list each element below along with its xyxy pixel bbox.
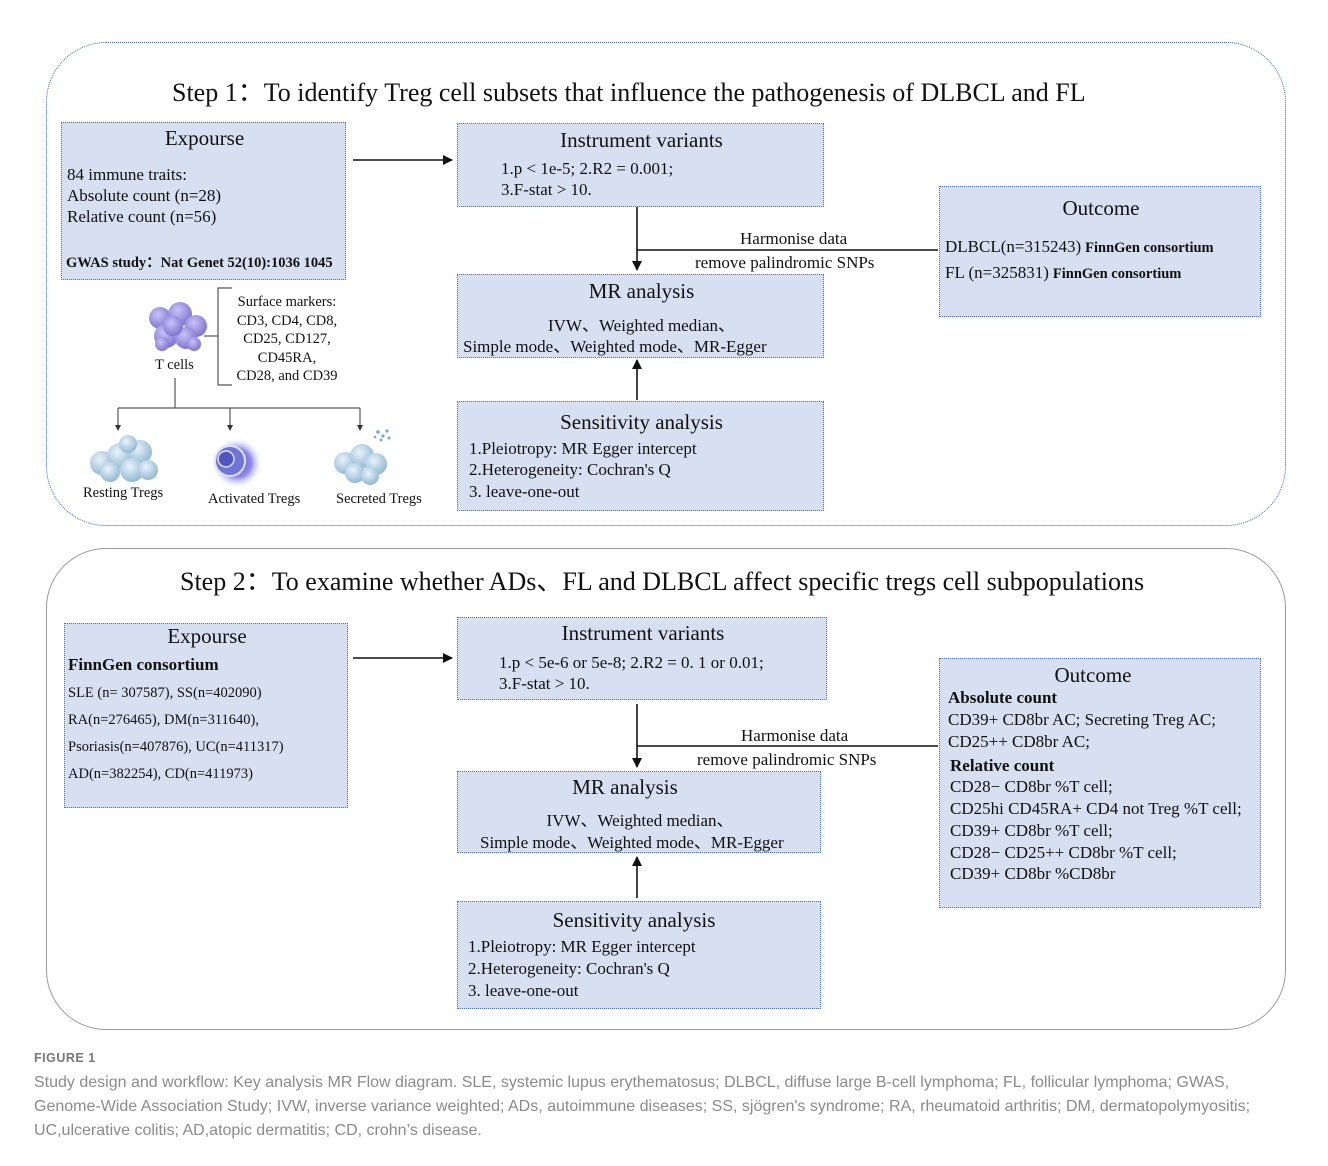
step2-harmonise-label: Harmonise data — [741, 726, 849, 745]
outcome-fl-source: FinnGen consortium — [1052, 266, 1182, 282]
t-cells-cluster-icon — [149, 302, 207, 351]
secreted-tregs-label: Secreted Tregs — [336, 491, 422, 507]
step1-mr-line: IVW、Weighted median、 — [548, 316, 735, 335]
step2-instrument-heading: Instrument variants — [561, 621, 725, 645]
step2-exposure-line: RA(n=276465), DM(n=311640), — [68, 712, 260, 728]
relative-count-line: CD39+ CD8br %T cell; — [950, 821, 1113, 840]
outcome-fl: FL (n=325831) — [945, 263, 1049, 282]
step1-instrument-line: 3.F-stat > 10. — [501, 180, 592, 199]
step1-outcome-box: Outcome DLBCL(n=315243) FinnGen consorti… — [939, 186, 1261, 317]
step2-title: Step 2：To examine whether ADs、FL and DLB… — [180, 567, 1145, 596]
step2-exposure-source: FinnGen consortium — [68, 655, 219, 674]
step1-outcome-row: FL (n=325831) FinnGen consortium — [945, 263, 1181, 283]
step2-outcome-box: Outcome Absolute count CD39+ CD8br AC; S… — [939, 658, 1261, 908]
step1-palindromic-label: remove palindromic SNPs — [695, 253, 875, 272]
step2-sensitivity-line: 2.Heterogeneity: Cochran's Q — [468, 959, 670, 978]
marker-line: Surface markers: — [237, 294, 337, 310]
marker-line: CD25, CD127, — [243, 331, 331, 347]
step1-title: Step 1：To identify Treg cell subsets tha… — [172, 78, 1086, 107]
step1-sensitivity-line: 1.Pleiotropy: MR Egger intercept — [469, 439, 697, 458]
step2-exposure-heading: Expourse — [167, 624, 247, 648]
step1-mr-heading: MR analysis — [588, 279, 695, 303]
step1-harmonise-label: Harmonise data — [740, 229, 848, 248]
step1-exposure-line: Absolute count (n=28) — [67, 186, 222, 205]
step2-mr-line: IVW、Weighted median、 — [546, 811, 734, 830]
step2-palindromic-label: remove palindromic SNPs — [697, 750, 877, 769]
step2-sensitivity-heading: Sensitivity analysis — [552, 908, 716, 932]
outcome-dlbcl: DLBCL(n=315243) — [945, 237, 1082, 256]
marker-line: CD3, CD4, CD8, — [236, 312, 338, 329]
step1-instrument-line: 1.p < 1e-5; 2.R2 = 0.001; — [501, 159, 674, 178]
step1-mr-box: MR analysis IVW、Weighted median、 Simple … — [457, 274, 824, 358]
outcome-dlbcl-source: FinnGen consortium — [1085, 240, 1214, 256]
step1-exposure-line: Relative count (n=56) — [67, 207, 217, 226]
marker-line: CD28, and CD39 — [236, 368, 338, 384]
step2-sensitivity-box: Sensitivity analysis 1.Pleiotropy: MR Eg… — [457, 901, 821, 1009]
step1-gwas-study: GWAS study：Nat Genet 52(10):1036 1045 — [66, 255, 333, 271]
step1-sensitivity-heading: Sensitivity analysis — [560, 410, 723, 434]
step1-outcome-heading: Outcome — [1062, 196, 1140, 220]
surface-markers: Surface markers: CD3, CD4, CD8, CD25, CD… — [232, 293, 342, 386]
step2-instrument-line: 3.F-stat > 10. — [499, 674, 590, 693]
relative-count-line: CD28− CD25++ CD8br %T cell; — [950, 843, 1177, 862]
step2-outcome-heading: Outcome — [1054, 663, 1132, 687]
step1-mr-line: Simple mode、Weighted mode、MR-Egger — [463, 337, 767, 356]
step2-panel — [46, 548, 1286, 1030]
step2-exposure-line: SLE (n= 307587), SS(n=402090) — [68, 685, 262, 701]
step1-sensitivity-line: 2.Heterogeneity: Cochran's Q — [469, 460, 671, 479]
step2-instrument-line: 1.p < 5e-6 or 5e-8; 2.R2 = 0. 1 or 0.01; — [499, 653, 764, 672]
step2-instrument-box: Instrument variants 1.p < 5e-6 or 5e-8; … — [457, 617, 827, 700]
step1-instrument-heading: Instrument variants — [560, 128, 723, 152]
step1-outcome-row: DLBCL(n=315243) FinnGen consortium — [945, 237, 1214, 257]
marker-line: CD45RA, — [257, 349, 317, 366]
step1-sensitivity-line: 3. leave-one-out — [469, 482, 580, 501]
relative-count-line: CD25hi CD45RA+ CD4 not Treg %T cell; — [950, 799, 1242, 818]
relative-count-heading: Relative count — [950, 756, 1055, 775]
step1-exposure-heading: Expourse — [164, 126, 245, 150]
step2-exposure-line: AD(n=382254), CD(n=411973) — [68, 766, 253, 782]
figure-label: FIGURE 1 — [34, 1051, 96, 1065]
step2-sensitivity-line: 3. leave-one-out — [468, 981, 579, 1000]
resting-tregs-icon — [90, 435, 158, 482]
step1-sensitivity-box: Sensitivity analysis 1.Pleiotropy: MR Eg… — [457, 401, 824, 511]
activated-tregs-icon — [211, 437, 263, 489]
step2-exposure-line: Psoriasis(n=407876), UC(n=411317) — [68, 739, 284, 755]
figure-caption: Study design and workflow: Key analysis … — [34, 1074, 1251, 1139]
step2-mr-line: Simple mode、Weighted mode、MR-Egger — [480, 833, 784, 852]
t-cells-label: T cells — [155, 357, 194, 373]
absolute-count-heading: Absolute count — [948, 688, 1058, 707]
step2-sensitivity-line: 1.Pleiotropy: MR Egger intercept — [468, 937, 696, 956]
step2-exposure-box: Expourse FinnGen consortium SLE (n= 3075… — [64, 623, 348, 808]
step1-exposure-line: 84 immune traits: — [67, 165, 187, 184]
resting-tregs-label: Resting Tregs — [83, 485, 164, 501]
step2-mr-heading: MR analysis — [572, 775, 678, 799]
absolute-count-line: CD25++ CD8br AC; — [948, 732, 1090, 751]
step1-exposure-box: Expourse 84 immune traits: Absolute coun… — [61, 122, 346, 280]
relative-count-line: CD39+ CD8br %CD8br — [950, 864, 1116, 883]
absolute-count-line: CD39+ CD8br AC; Secreting Treg AC; — [948, 710, 1216, 729]
relative-count-line: CD28− CD8br %T cell; — [950, 777, 1113, 796]
activated-tregs-label: Activated Tregs — [208, 491, 301, 507]
secreted-tregs-icon — [334, 429, 391, 485]
step1-instrument-box: Instrument variants 1.p < 1e-5; 2.R2 = 0… — [457, 123, 824, 207]
step2-mr-box: MR analysis IVW、Weighted median、 Simple … — [457, 771, 821, 853]
step1-panel — [46, 42, 1286, 526]
